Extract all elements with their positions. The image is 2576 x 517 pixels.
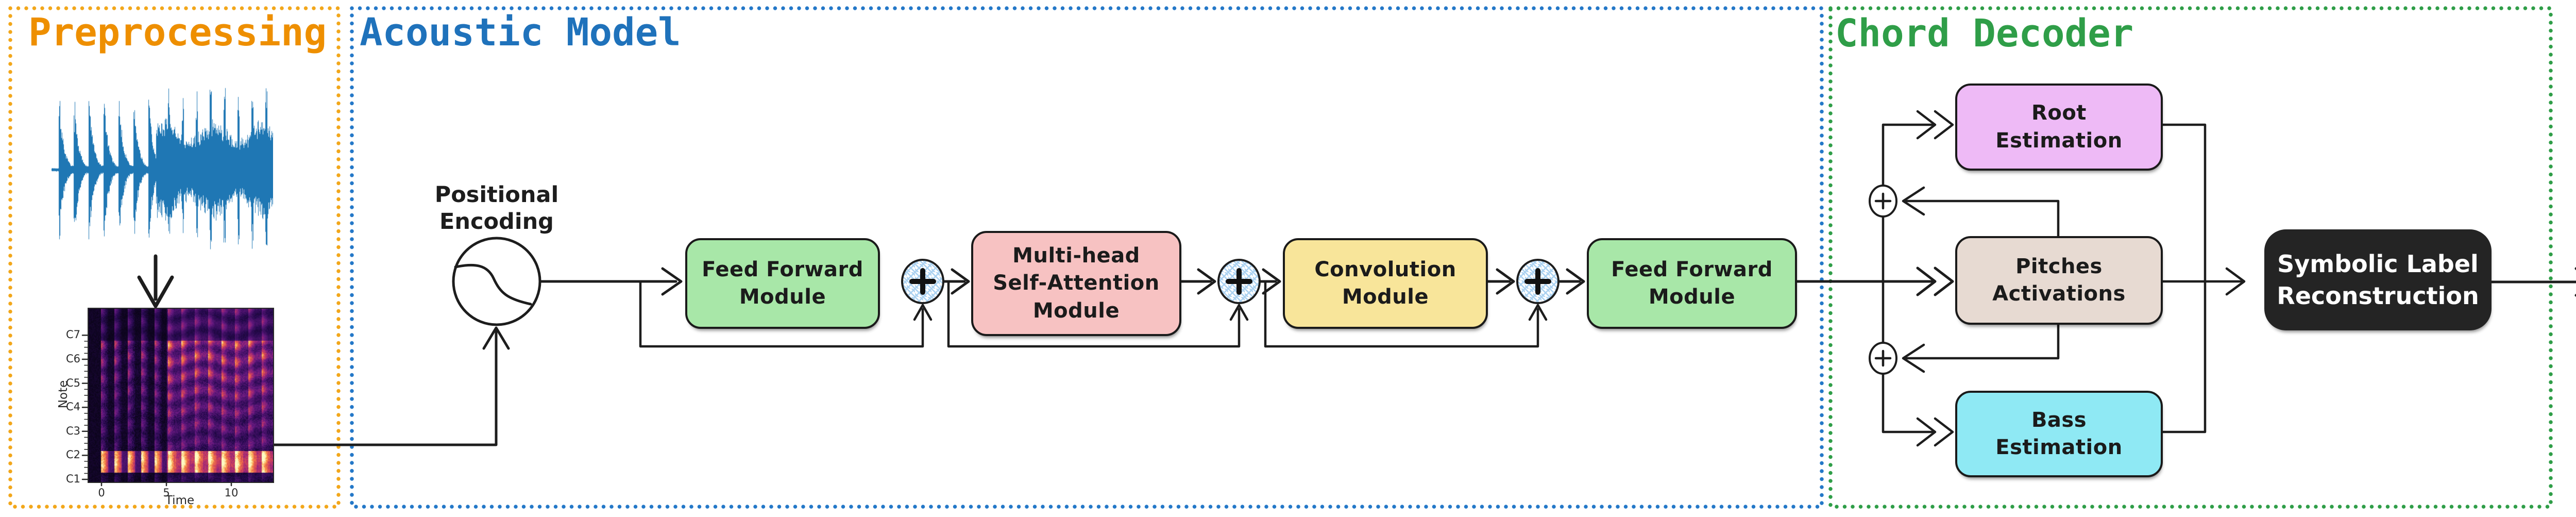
root-estimation-block: Root Estimation (1955, 84, 2163, 171)
spectrogram-to-pe-connector (272, 326, 510, 446)
symbolic-to-predictions-arrow (2486, 267, 2576, 297)
acoustic-model-border (350, 6, 1824, 509)
spectrogram-xlabel: Time (165, 494, 195, 507)
symbolic-label-reconstruction-block: Symbolic Label Reconstruction (2264, 229, 2492, 330)
spectrogram-xtick: 0 (98, 487, 105, 499)
spectrogram-ytick: C1 (65, 473, 80, 485)
chord-decoder-title: Chord Decoder (1835, 11, 2134, 56)
pitches-to-root-add-feedback (1902, 186, 2060, 238)
spectrogram-ytick: C7 (65, 328, 80, 341)
pitches-to-bass-add-feedback (1902, 319, 2060, 373)
add-node-3 (1516, 259, 1560, 304)
spectrogram-ytick: C4 (65, 401, 80, 413)
add2-to-conv-arrow (1258, 268, 1281, 295)
spectrogram-ytick: C6 (65, 353, 80, 365)
conv-to-add3-arrow (1482, 268, 1515, 295)
add-node-2 (1217, 259, 1261, 304)
feed-forward-module-1: Feed Forward Module (685, 238, 880, 329)
pe-to-ff1-arrow (538, 267, 683, 296)
feed-forward-module-2: Feed Forward Module (1587, 238, 1797, 329)
multi-head-self-attention-module: Multi-head Self-Attention Module (971, 231, 1181, 336)
skip-connection-3 (1264, 280, 1548, 348)
waveform-to-spectrogram-arrow (137, 254, 174, 308)
spectrogram-axis-ticks (81, 335, 232, 487)
root-bass-output-merge (2157, 123, 2207, 433)
bass-estimation-block: Bass Estimation (1955, 391, 2163, 477)
branch-to-root-connector (1882, 110, 1954, 283)
spectrogram-image (88, 308, 274, 483)
skip-connection-2 (947, 280, 1249, 348)
sigmoid-icon (454, 263, 532, 306)
convolution-module: Convolution Module (1283, 238, 1488, 329)
bass-add-node (1869, 342, 1897, 375)
spectrogram-ytick: C2 (65, 448, 80, 461)
audio-waveform-image (52, 77, 273, 255)
spectrogram-ytick: C5 (65, 376, 80, 389)
preprocessing-title: Preprocessing (28, 10, 327, 55)
branch-to-bass-connector (1882, 280, 1954, 447)
skip-connection-1 (639, 280, 933, 348)
add3-to-ff2-arrow (1557, 268, 1585, 295)
spectrogram-ytick: C3 (65, 424, 80, 437)
ff2-to-pitches-arrow (1791, 266, 1954, 296)
add-node-1 (901, 259, 944, 304)
mhsa-to-add2-arrow (1176, 268, 1216, 295)
chord-decoder-border (1828, 6, 2553, 509)
preprocessing-border (8, 6, 341, 509)
pitches-to-symbolic-arrow (2157, 267, 2246, 296)
root-add-node (1869, 185, 1897, 218)
pitches-activations-block: Pitches Activations (1955, 236, 2163, 325)
positional-encoding-node (452, 237, 541, 326)
spectrogram-xtick: 10 (224, 487, 239, 499)
acoustic-model-title: Acoustic Model (360, 10, 681, 55)
positional-encoding-label: Positional Encoding (434, 182, 559, 235)
spectrogram-xtick: 5 (163, 487, 170, 499)
